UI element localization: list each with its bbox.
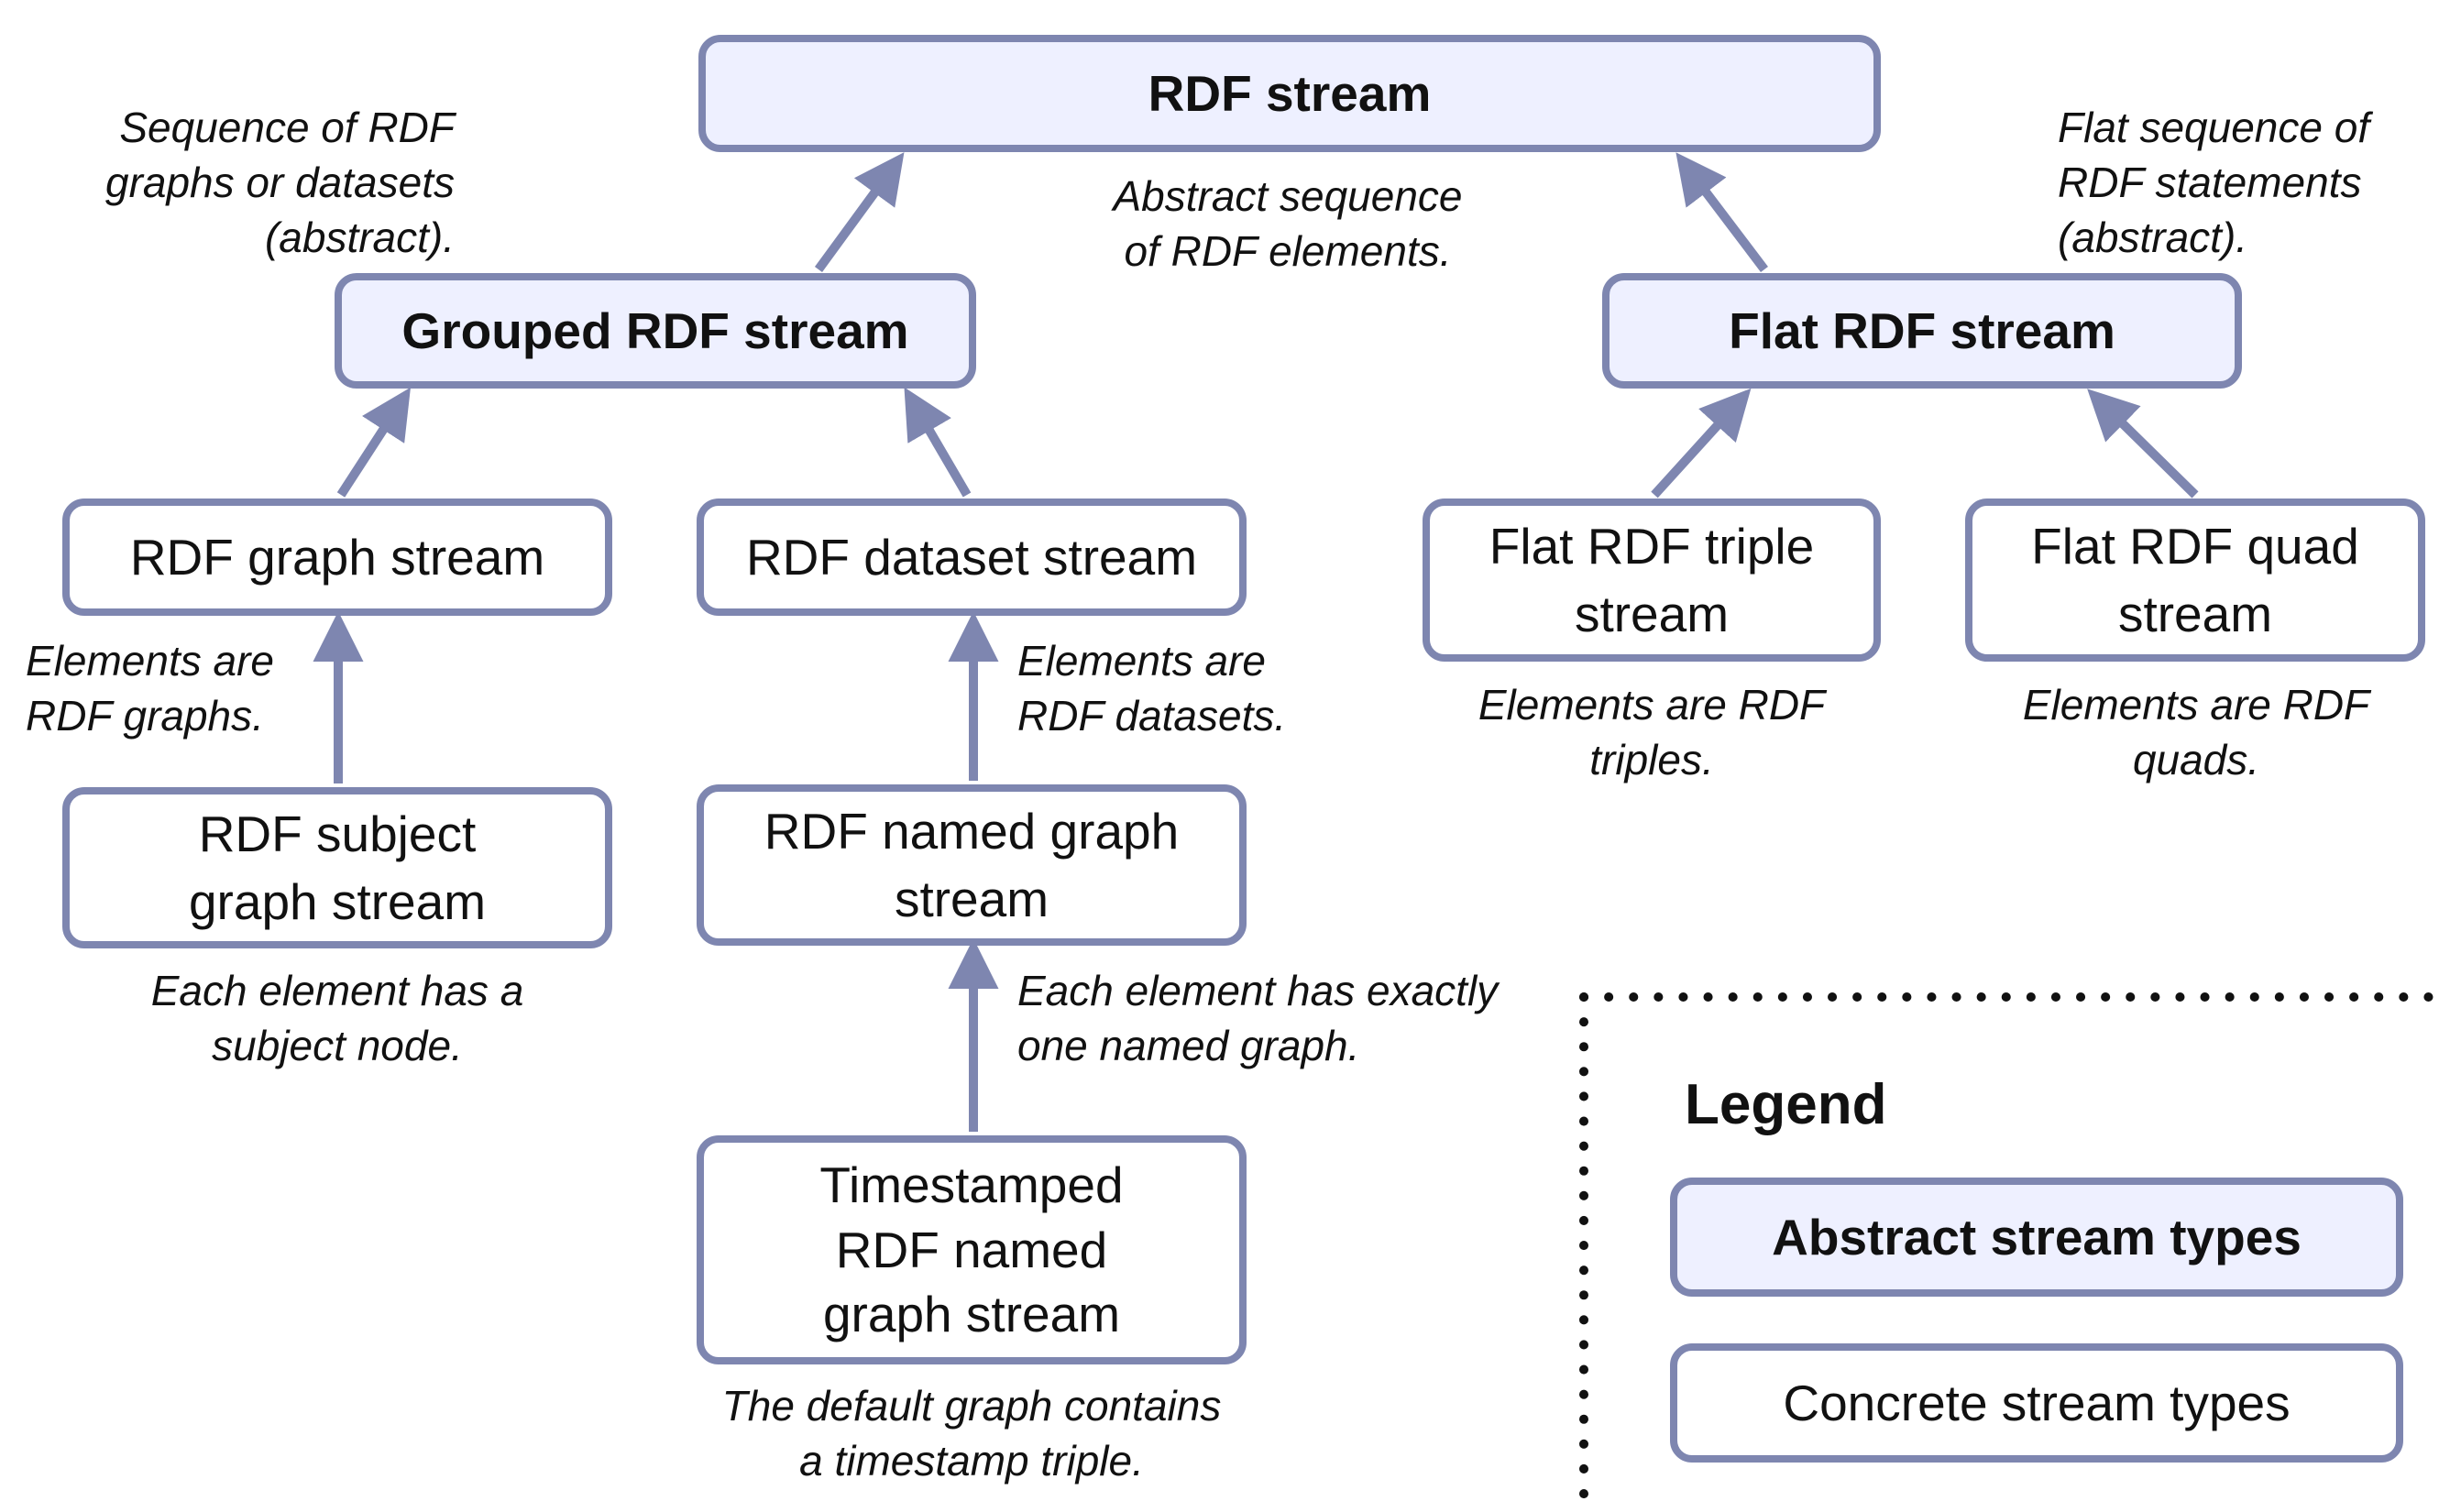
note-triple-elements: Elements are RDF triples. bbox=[1478, 681, 1826, 783]
arrow-triple-to-flat bbox=[1651, 388, 1752, 499]
note-quad-elements: Elements are RDF quads. bbox=[2022, 681, 2370, 783]
legend-title: Legend bbox=[1685, 1073, 1887, 1136]
node-flat-rdf-triple-stream: Flat RDF triple stream bbox=[1423, 499, 1881, 662]
node-rdf-graph-stream: RDF graph stream bbox=[62, 499, 612, 616]
arrow-dataset-to-grouped bbox=[904, 387, 972, 498]
note-named-graph-description: Each element has exactly one named graph… bbox=[1017, 967, 1499, 1069]
legend-concrete-stream-types: Concrete stream types bbox=[1670, 1343, 2403, 1463]
node-rdf-stream: RDF stream bbox=[698, 35, 1881, 152]
node-flat-rdf-stream: Flat RDF stream bbox=[1602, 273, 2242, 389]
note-grouped-description: Sequence of RDF graphs or datasets (abst… bbox=[104, 104, 455, 261]
arrow-graph-to-grouped bbox=[336, 387, 411, 498]
note-flat-description: Flat sequence of RDF statements (abstrac… bbox=[2058, 104, 2370, 261]
arrow-flat-to-rdf-stream bbox=[1675, 152, 1768, 273]
node-timestamped-rdf-named-graph-stream: Timestamped RDF named graph stream bbox=[697, 1135, 1247, 1364]
node-flat-rdf-quad-stream: Flat RDF quad stream bbox=[1965, 499, 2425, 662]
note-dataset-elements: Elements are RDF datasets. bbox=[1017, 637, 1287, 740]
note-graph-elements: Elements are RDF graphs. bbox=[26, 637, 275, 740]
arrow-grouped-to-rdf-stream bbox=[814, 152, 905, 272]
node-grouped-rdf-stream: Grouped RDF stream bbox=[335, 273, 976, 389]
note-rdf-stream-description: Abstract sequence of RDF elements. bbox=[1113, 172, 1463, 275]
arrow-quad-to-flat bbox=[2087, 389, 2199, 499]
note-timestamp-description: The default graph contains a timestamp t… bbox=[721, 1382, 1222, 1485]
node-rdf-named-graph-stream: RDF named graph stream bbox=[697, 784, 1247, 946]
node-rdf-dataset-stream: RDF dataset stream bbox=[697, 499, 1247, 616]
node-rdf-subject-graph-stream: RDF subject graph stream bbox=[62, 787, 612, 948]
note-subject-description: Each element has a subject node. bbox=[150, 967, 524, 1069]
legend-abstract-stream-types: Abstract stream types bbox=[1670, 1178, 2403, 1297]
